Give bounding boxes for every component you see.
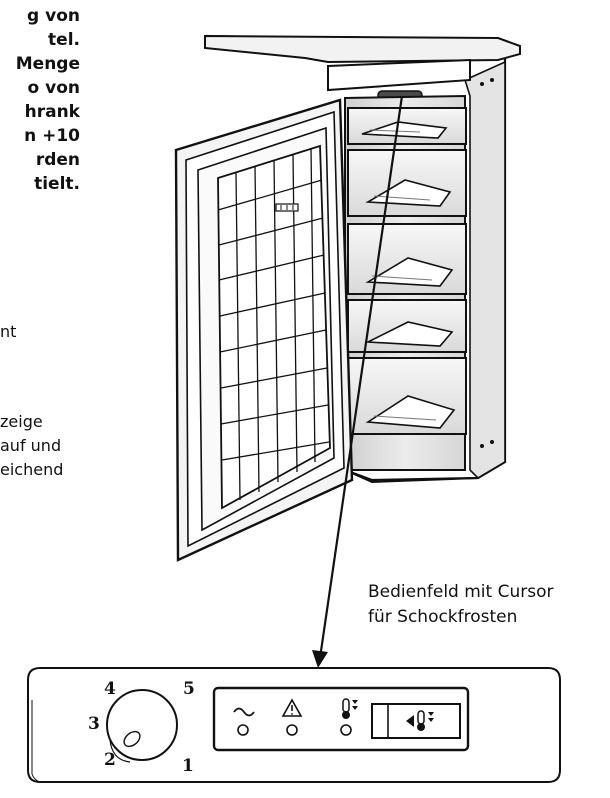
text-line: hrank bbox=[24, 102, 80, 122]
drawer bbox=[347, 107, 467, 145]
shock-freeze-thermometer-icon bbox=[406, 710, 434, 731]
arrow-head bbox=[312, 650, 328, 668]
text-line: eichend bbox=[0, 460, 64, 479]
cabinet-side-panel bbox=[464, 60, 506, 480]
text-line: rden bbox=[35, 150, 80, 170]
screw-dot bbox=[490, 440, 494, 444]
thermostat-dial bbox=[106, 689, 178, 763]
text-line: Menge bbox=[15, 54, 80, 74]
warning-triangle-icon bbox=[281, 698, 303, 736]
dial-label-2: 2 bbox=[104, 750, 116, 770]
dial-label-5: 5 bbox=[183, 679, 195, 699]
drawer bbox=[347, 223, 467, 295]
text-line: auf und bbox=[0, 436, 62, 455]
sine-wave-icon bbox=[233, 707, 255, 736]
bold-paragraph: g von tel. Menge o von hrank n +10 rden … bbox=[0, 4, 80, 196]
thermometer-icon bbox=[340, 698, 358, 736]
text-line: zeige bbox=[0, 412, 43, 431]
text-line: n +10 bbox=[24, 126, 80, 146]
screw-dot bbox=[480, 82, 484, 86]
text-line: o von bbox=[27, 78, 80, 98]
dial-label-1: 1 bbox=[182, 756, 194, 776]
panel-callout: Bedienfeld mit Cursor für Schockfrosten bbox=[368, 580, 553, 630]
dial-knob-slot bbox=[123, 730, 141, 748]
dial-label-3: 3 bbox=[88, 714, 100, 734]
text-line: g von bbox=[27, 6, 80, 26]
freezer-door bbox=[174, 98, 354, 562]
text-line: tielt. bbox=[34, 174, 80, 194]
callout-line: für Schockfrosten bbox=[368, 607, 518, 627]
shock-freeze-button bbox=[371, 703, 461, 739]
dial-label-4: 4 bbox=[104, 679, 116, 699]
door-grid bbox=[217, 147, 330, 501]
cabinet-top bbox=[204, 34, 521, 64]
text-line: tel. bbox=[48, 30, 80, 50]
callout-line: Bedienfeld mit Cursor bbox=[368, 582, 554, 602]
text-line: nt bbox=[0, 322, 17, 341]
control-strip bbox=[327, 58, 471, 92]
screw-dot bbox=[490, 78, 494, 82]
drawer bbox=[347, 149, 467, 217]
leader-arrow bbox=[318, 95, 404, 659]
screw-dot bbox=[480, 444, 484, 448]
drawer bbox=[347, 357, 467, 435]
